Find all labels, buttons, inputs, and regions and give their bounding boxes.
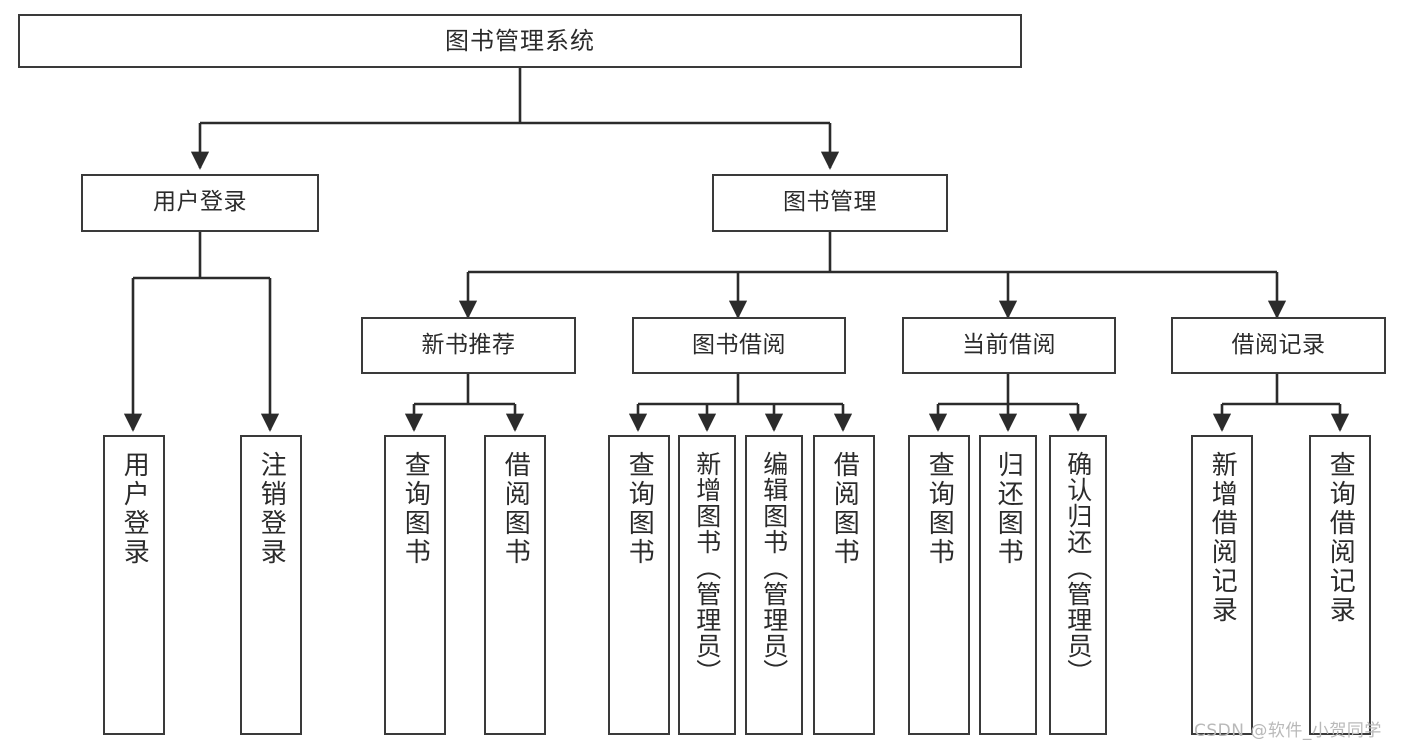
leaf-borrow-record-query[interactable]: 查询借阅记录: [1309, 435, 1371, 735]
node-label: 编辑图书（管理员）: [759, 451, 789, 685]
node-label: 确认归还（管理员）: [1063, 451, 1093, 685]
leaf-book-borrow-borrow[interactable]: 借阅图书: [813, 435, 875, 735]
leaf-current-borrow-return[interactable]: 归还图书: [979, 435, 1037, 735]
node-label: 用户登录: [153, 189, 247, 216]
node-label: 借阅记录: [1231, 331, 1326, 358]
node-label: 借阅图书: [500, 451, 531, 567]
leaf-current-borrow-query[interactable]: 查询图书: [908, 435, 970, 735]
leaf-book-borrow-add-admin[interactable]: 新增图书（管理员）: [678, 435, 736, 735]
csdn-watermark: CSDN @软件_小贺同学: [1194, 721, 1382, 741]
node-label: 用户登录: [119, 451, 150, 567]
leaf-book-borrow-query[interactable]: 查询图书: [608, 435, 670, 735]
node-label: 查询图书: [400, 451, 431, 567]
node-book-borrow[interactable]: 图书借阅: [632, 317, 846, 374]
node-label: 查询图书: [624, 451, 655, 567]
node-label: 归还图书: [993, 451, 1024, 567]
node-label: 新增图书（管理员）: [692, 451, 722, 685]
node-label: 注销登录: [256, 451, 287, 567]
leaf-book-borrow-edit-admin[interactable]: 编辑图书（管理员）: [745, 435, 803, 735]
node-label: 图书借阅: [692, 331, 786, 358]
node-label: 图书管理: [783, 189, 877, 216]
node-root-library-system[interactable]: 图书管理系统: [18, 14, 1022, 68]
leaf-new-book-borrow[interactable]: 借阅图书: [484, 435, 546, 735]
node-user-login[interactable]: 用户登录: [81, 174, 319, 232]
node-label: 查询图书: [924, 451, 955, 567]
node-new-book-recommend[interactable]: 新书推荐: [361, 317, 576, 374]
leaf-user-login-signout[interactable]: 注销登录: [240, 435, 302, 735]
node-label: 查询借阅记录: [1325, 451, 1356, 625]
node-label: 当前借阅: [962, 331, 1056, 358]
leaf-new-book-query[interactable]: 查询图书: [384, 435, 446, 735]
leaf-user-login-signin[interactable]: 用户登录: [103, 435, 165, 735]
node-borrow-record[interactable]: 借阅记录: [1171, 317, 1386, 374]
node-label: 借阅图书: [829, 451, 860, 567]
node-label: 新增借阅记录: [1207, 451, 1238, 625]
leaf-borrow-record-add[interactable]: 新增借阅记录: [1191, 435, 1253, 735]
leaf-current-borrow-confirm-admin[interactable]: 确认归还（管理员）: [1049, 435, 1107, 735]
node-label: 图书管理系统: [445, 26, 595, 55]
node-book-management[interactable]: 图书管理: [712, 174, 948, 232]
node-label: 新书推荐: [421, 331, 516, 358]
node-current-borrow[interactable]: 当前借阅: [902, 317, 1116, 374]
